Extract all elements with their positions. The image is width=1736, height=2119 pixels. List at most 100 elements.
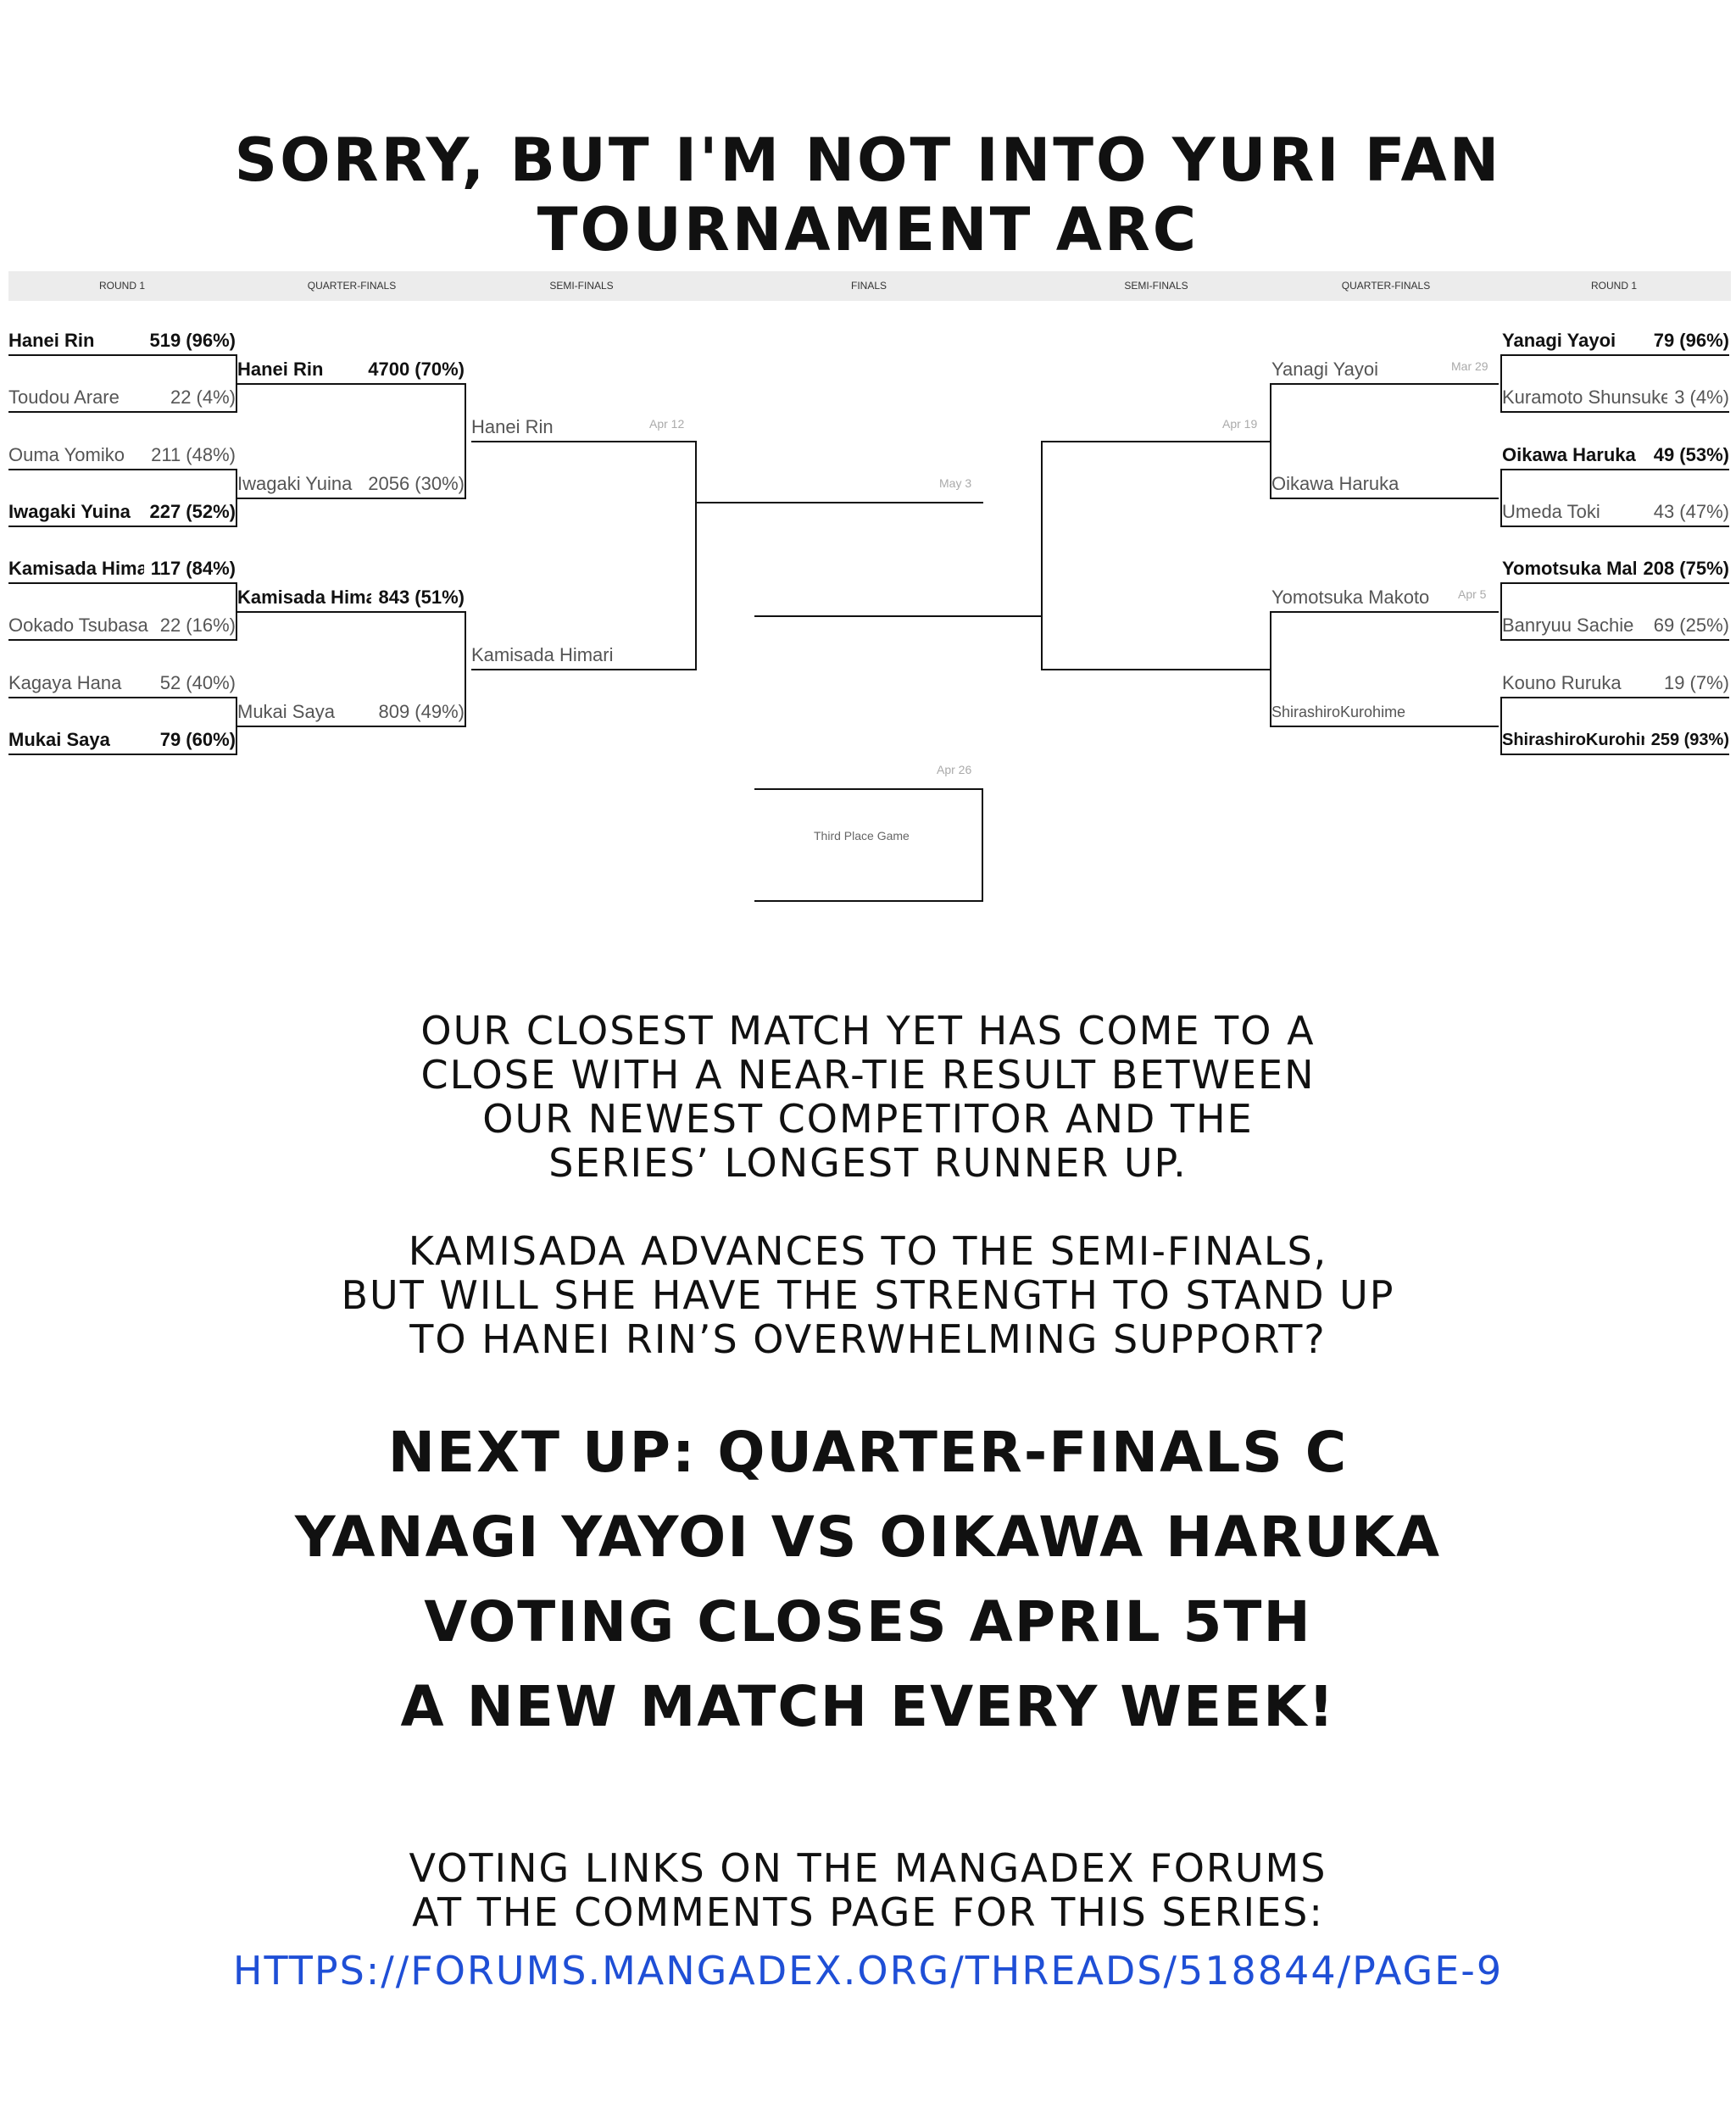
competitor-name: Ookado Tsubasa	[8, 615, 148, 636]
left-r1-slot[interactable]: Ookado Tsubasa 22 (16%)	[8, 612, 236, 641]
right-r1-slot[interactable]: ShirashiroKurohime 259 (93%)	[1502, 726, 1729, 755]
announcement-paragraph-1: Our closest match yet has come to a clos…	[0, 1009, 1736, 1185]
right-r1-slot[interactable]: Yanagi Yayoi 79 (96%)	[1502, 327, 1729, 356]
header-left-round1: ROUND 1	[98, 280, 146, 292]
competitor-name: Mukai Saya	[237, 701, 335, 722]
match-date: Apr 19	[1222, 417, 1258, 431]
header-finals: FINALS	[850, 280, 887, 292]
text-line: series’ longest runner up.	[548, 1140, 1188, 1186]
competitor-name: ShirashiroKurohime	[1271, 703, 1406, 720]
vote-score: 43 (47%)	[1653, 501, 1729, 522]
header-right-quarter: QUARTER-FINALS	[1341, 280, 1431, 292]
competitor-name: Yanagi Yayoi	[1502, 330, 1616, 351]
vote-score: 22 (16%)	[159, 615, 236, 636]
bracket-connector	[1270, 611, 1271, 727]
bracket-connector	[236, 582, 237, 641]
competitor-name: Kamisada Himari	[471, 644, 614, 665]
text-line: Our closest match yet has come to a	[420, 1008, 1316, 1054]
text-line: but will she have the strength to stand …	[341, 1272, 1395, 1318]
bracket-connector	[236, 697, 237, 755]
finals-line-top	[697, 502, 983, 503]
header-left-quarter: QUARTER-FINALS	[307, 280, 397, 292]
third-place-label: Third Place Game	[814, 829, 910, 843]
vote-score: 843 (51%)	[378, 587, 465, 608]
match-date: Apr 12	[649, 417, 685, 431]
left-r1-slot[interactable]: Iwagaki Yuina 227 (52%)	[8, 498, 236, 527]
text-line: Kamisada advances to the semi-finals,	[408, 1228, 1328, 1274]
vote-score: 208 (75%)	[1643, 558, 1729, 579]
vote-score: 259 (93%)	[1650, 730, 1729, 749]
forum-link[interactable]: https://forums.mangadex.org/threads/5188…	[232, 1948, 1504, 1994]
vote-score: 3 (4%)	[1674, 387, 1729, 408]
vote-score: 117 (84%)	[150, 558, 236, 579]
text-line: Voting links on the Mangadex forums	[409, 1845, 1327, 1891]
competitor-name: Kagaya Hana	[8, 672, 122, 693]
competitor-name: Toudou Arare	[8, 387, 120, 408]
bracket-connector	[1500, 582, 1502, 641]
bracket-connector	[236, 354, 237, 413]
header-left-semi: SEMI-FINALS	[549, 280, 614, 292]
right-sf-line-top	[1043, 441, 1270, 442]
competitor-name: Hanei Rin	[8, 330, 95, 351]
match-date: Apr 5	[1458, 587, 1487, 601]
competitor-name: ShirashiroKurohime	[1502, 730, 1644, 749]
competitor-name: Iwagaki Yuina	[8, 501, 131, 522]
finals-date: May 3	[939, 476, 972, 490]
bracket-connector	[982, 788, 983, 902]
right-r1-slot[interactable]: Umeda Toki 43 (47%)	[1502, 498, 1729, 527]
competitor-name: Yomotsuka Makoto	[1502, 558, 1636, 579]
left-qf-slot[interactable]: Hanei Rin 4700 (70%)	[237, 356, 465, 385]
next-up-block: Next up: Quarter-Finals C Yanagi Yayoi v…	[0, 1410, 1736, 1749]
voting-info: Voting links on the Mangadex forums at t…	[0, 1846, 1736, 1934]
match-date: Mar 29	[1451, 359, 1488, 373]
competitor-name: Oikawa Haruka	[1502, 444, 1636, 465]
right-qf-slot[interactable]: Oikawa Haruka	[1271, 470, 1499, 499]
vote-score: 227 (52%)	[149, 501, 236, 522]
right-sf-line-bottom	[1043, 669, 1270, 670]
bracket-connector	[1500, 469, 1502, 527]
bracket-connector	[1270, 383, 1271, 499]
competitor-name: Yanagi Yayoi	[1271, 359, 1378, 380]
competitor-name: Kamisada Himari	[8, 558, 144, 579]
bracket-connector	[465, 611, 466, 727]
announcement-paragraph-2: Kamisada advances to the semi-finals, bu…	[0, 1229, 1736, 1361]
text-line: Voting closes April 5th	[424, 1589, 1312, 1655]
vote-score: 69 (25%)	[1653, 615, 1729, 636]
left-qf-slot[interactable]: Mukai Saya 809 (49%)	[237, 698, 465, 727]
left-qf-slot[interactable]: Kamisada Himari843 (51%)	[237, 584, 465, 613]
vote-score: 809 (49%)	[378, 701, 465, 722]
competitor-name: Kouno Ruruka	[1502, 672, 1622, 693]
vote-score: 211 (48%)	[151, 444, 236, 465]
right-r1-slot[interactable]: Yomotsuka Makoto 208 (75%)	[1502, 555, 1729, 584]
bracket-connector	[236, 469, 237, 527]
text-line: our newest competitor and the	[482, 1096, 1254, 1142]
text-line: A new match every week!	[400, 1674, 1336, 1739]
vote-score: 4700 (70%)	[368, 359, 465, 380]
right-qf-slot[interactable]: Yanagi Yayoi	[1271, 356, 1499, 385]
bracket-connector	[695, 441, 697, 670]
tournament-bracket: ROUND 1 QUARTER-FINALS SEMI-FINALS FINAL…	[0, 0, 1736, 932]
right-qf-slot[interactable]: ShirashiroKurohime	[1271, 698, 1499, 727]
text-line: Next up: Quarter-Finals C	[387, 1420, 1349, 1485]
competitor-name: Yomotsuka Makoto	[1271, 587, 1430, 608]
vote-score: 79 (60%)	[159, 729, 236, 750]
competitor-name: Umeda Toki	[1502, 501, 1600, 522]
left-sf-slot[interactable]: Hanei Rin	[471, 414, 695, 442]
competitor-name: Hanei Rin	[237, 359, 324, 380]
right-qf-slot[interactable]: Yomotsuka Makoto	[1271, 584, 1499, 613]
vote-score: 79 (96%)	[1653, 330, 1729, 351]
third-place-line-top	[754, 788, 983, 790]
left-sf-slot[interactable]: Kamisada Himari	[471, 642, 695, 670]
left-r1-slot[interactable]: Kamisada Himari 117 (84%)	[8, 555, 236, 584]
competitor-name: Iwagaki Yuina	[237, 473, 353, 494]
